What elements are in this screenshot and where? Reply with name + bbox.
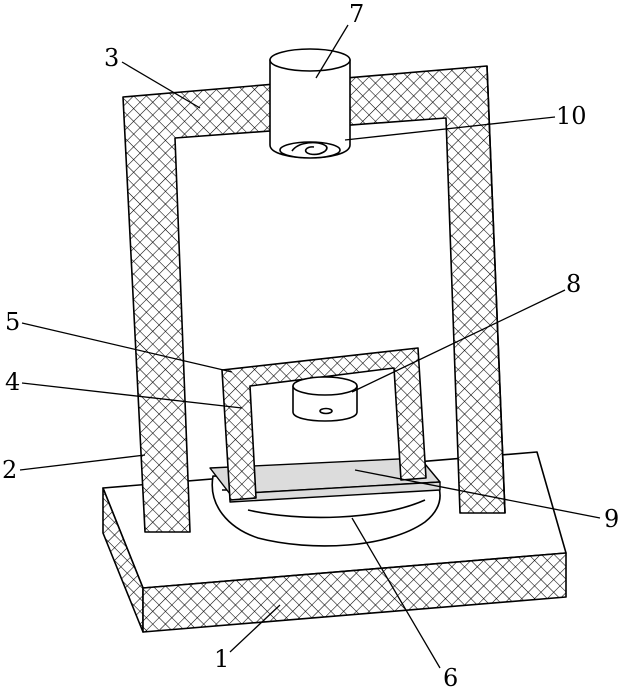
- label-3: 3: [104, 44, 119, 72]
- label-7: 7: [349, 0, 364, 28]
- label-9: 9: [604, 505, 619, 533]
- lower-lens-hole: [320, 409, 332, 414]
- lower-lens: [293, 377, 357, 421]
- upper-camera: [270, 49, 350, 158]
- leader-2: [20, 455, 145, 470]
- label-2: 2: [2, 456, 17, 484]
- label-1: 1: [214, 645, 229, 673]
- lower-lens-top: [293, 377, 357, 395]
- label-10: 10: [556, 102, 587, 130]
- leader-4: [22, 383, 242, 408]
- camera-lens-outer: [280, 142, 340, 158]
- label-5: 5: [5, 308, 20, 336]
- label-4: 4: [5, 368, 20, 396]
- label-8: 8: [566, 270, 581, 298]
- leader-5: [22, 323, 232, 372]
- camera-top: [270, 49, 350, 71]
- label-6: 6: [443, 664, 458, 688]
